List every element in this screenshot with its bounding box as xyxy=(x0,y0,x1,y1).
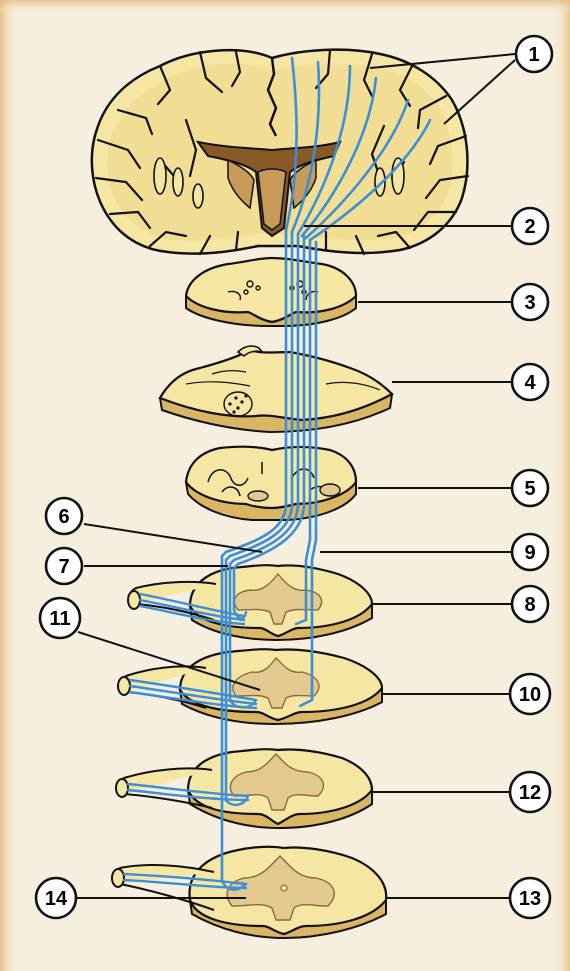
callout-3: 3 xyxy=(512,284,548,320)
callout-12-label: 12 xyxy=(519,782,541,804)
medulla-section xyxy=(186,447,356,520)
callout-6-label: 6 xyxy=(58,506,69,528)
callout-2: 2 xyxy=(512,208,548,244)
frame-top xyxy=(0,0,570,14)
callout-11: 11 xyxy=(40,598,80,638)
callout-10-label: 10 xyxy=(519,684,541,706)
callout-7-label: 7 xyxy=(58,556,69,578)
callout-9-label: 9 xyxy=(524,542,535,564)
callout-5: 5 xyxy=(512,470,548,506)
callout-4: 4 xyxy=(512,364,548,400)
callout-7: 7 xyxy=(46,548,82,584)
callout-1-label: 1 xyxy=(528,44,539,66)
callout-3-label: 3 xyxy=(524,292,535,314)
callout-12: 12 xyxy=(510,772,550,812)
frame-left xyxy=(0,0,18,971)
callout-9: 9 xyxy=(512,534,548,570)
callout-1: 1 xyxy=(516,36,552,72)
callout-11-label: 11 xyxy=(49,608,70,630)
midbrain-section xyxy=(186,258,356,326)
frame-right xyxy=(552,0,570,971)
brain-section xyxy=(92,50,468,254)
callout-6: 6 xyxy=(46,498,82,534)
callout-13: 13 xyxy=(510,878,550,918)
callout-5-label: 5 xyxy=(524,478,535,500)
callout-8: 8 xyxy=(512,586,548,622)
callout-14: 14 xyxy=(36,878,76,918)
callout-4-label: 4 xyxy=(524,372,536,394)
callout-10: 10 xyxy=(510,674,550,714)
callout-2-label: 2 xyxy=(524,216,535,238)
callout-8-label: 8 xyxy=(524,594,535,616)
callout-13-label: 13 xyxy=(519,888,541,910)
callout-14-label: 14 xyxy=(45,888,68,910)
